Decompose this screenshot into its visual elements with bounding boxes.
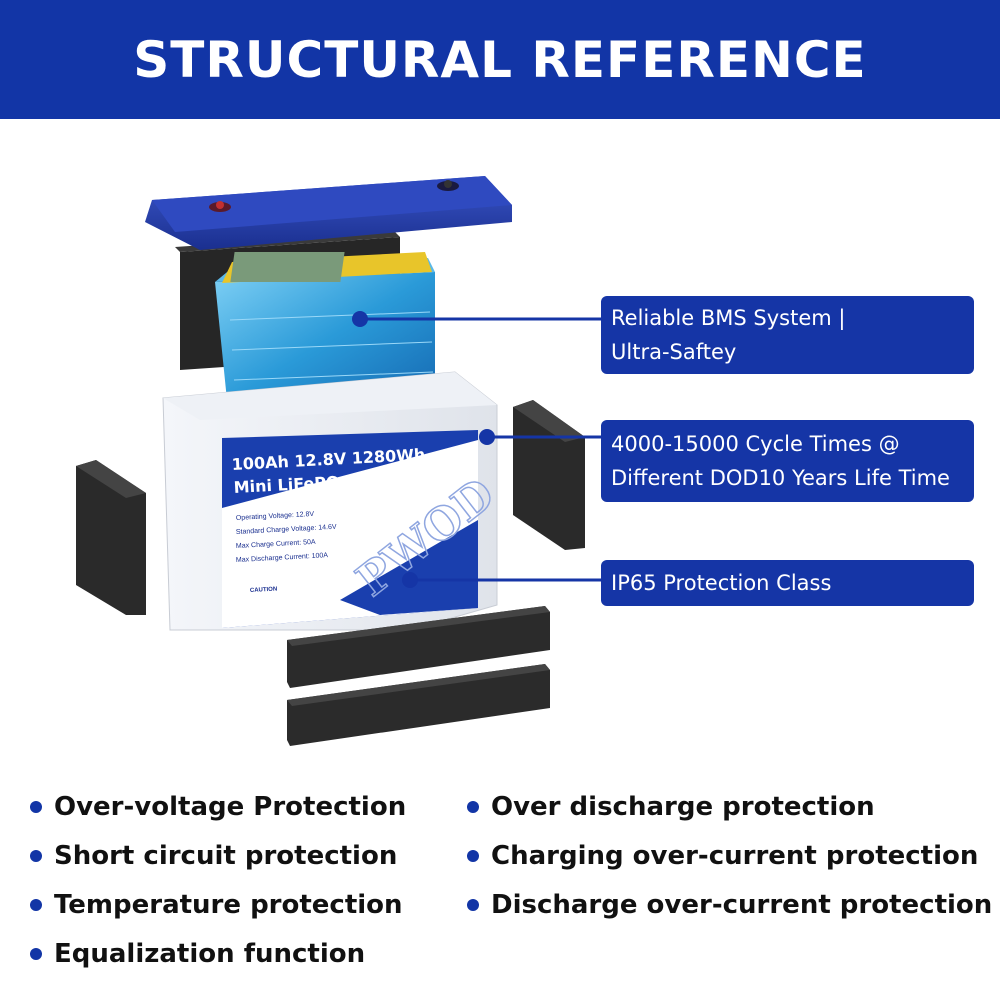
callout-cycle-life: 4000-15000 Cycle Times @ Different DOD10… [601,420,974,502]
header-banner: STRUCTURAL REFERENCE [0,0,1000,119]
bullet-icon [467,899,479,911]
callout-bms-line2: Ultra-Saftey [611,340,737,364]
feature-label: Charging over-current protection [491,841,979,871]
feature-label: Short circuit protection [54,841,398,871]
feature-label: Discharge over-current protection [491,890,993,920]
bullet-icon [30,948,42,960]
feature-item: Equalization function [30,934,365,974]
feature-item: Over-voltage Protection [30,787,406,827]
page-title: STRUCTURAL REFERENCE [133,30,867,89]
label-spec-3: Max Charge Current: 50A [236,539,316,550]
foam-bar-bottom [287,664,550,746]
callout-bms: Reliable BMS System | Ultra-Saftey [601,296,974,374]
callout-ip65-line1: IP65 Protection Class [611,571,832,595]
feature-item: Short circuit protection [30,836,397,876]
callout-cycle-line2: Different DOD10 Years Life Time [611,466,950,490]
feature-item: Discharge over-current protection [467,885,992,925]
battery-cell-pack [215,252,435,410]
feature-item: Temperature protection [30,885,403,925]
bullet-icon [467,850,479,862]
callout-connector-2 [479,429,601,445]
label-caution: CAUTION [250,587,278,594]
bullet-icon [30,801,42,813]
feature-label: Equalization function [54,939,366,969]
battery-exploded-illustration: 100Ah 12.8V 1280Wh Mini LiFePO4 Battery … [76,176,601,746]
foam-pad-left [76,460,146,615]
feature-list: Over-voltage Protection Short circuit pr… [0,780,1000,980]
bullet-icon [30,850,42,862]
feature-label: Over-voltage Protection [54,792,407,822]
callout-ip65: IP65 Protection Class [601,560,974,606]
callout-bms-line1: Reliable BMS System | [611,306,846,330]
callout-cycle-line1: 4000-15000 Cycle Times @ [611,432,900,456]
feature-item: Over discharge protection [467,787,875,827]
label-spec-1: Operating Voltage: 12.8V [236,511,315,522]
foam-bar-top [287,606,550,688]
bullet-icon [467,801,479,813]
callout-connector-1 [352,311,601,327]
bullet-icon [30,899,42,911]
feature-label: Over discharge protection [491,792,875,822]
callout-connector-3 [402,572,601,588]
feature-label: Temperature protection [54,890,403,920]
battery-lid [145,176,512,250]
feature-item: Charging over-current protection [467,836,978,876]
foam-pad-right [513,400,585,550]
label-spec-4: Max Discharge Current: 100A [236,552,329,564]
